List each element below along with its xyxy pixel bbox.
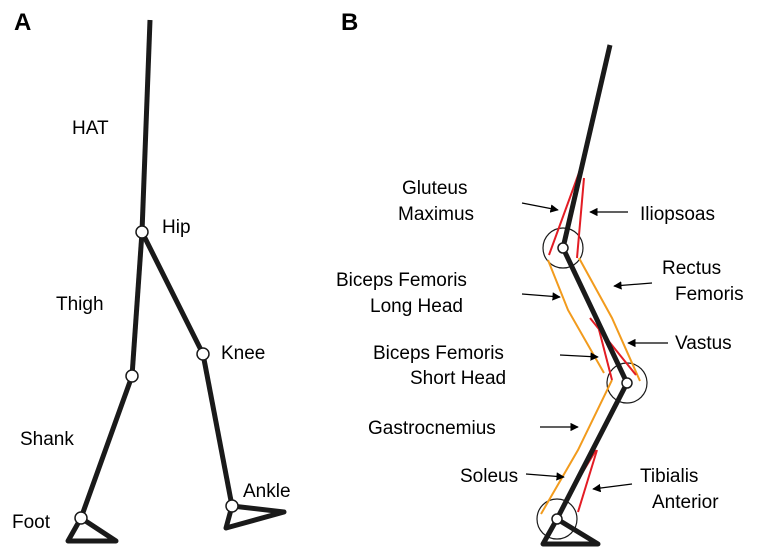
soleus-label: Soleus — [460, 466, 518, 487]
knee-label: Knee — [221, 343, 265, 364]
gluteus-maximus-label-1: Gluteus — [402, 178, 467, 199]
left-knee-joint — [126, 370, 138, 382]
shank-segment-b — [557, 383, 627, 519]
hip-label: Hip — [162, 217, 191, 238]
rectus-femoris-muscle — [579, 258, 640, 381]
biceps-femoris-long-head-label-1: Biceps Femoris — [336, 270, 467, 291]
right-ankle-joint — [226, 500, 238, 512]
iliopsoas-label: Iliopsoas — [640, 204, 715, 225]
biceps-femoris-short-head-arrow — [560, 355, 598, 357]
hip-joint — [136, 226, 148, 238]
foot-label: Foot — [12, 512, 51, 533]
gastrocnemius-muscle — [541, 380, 612, 514]
right-thigh-segment — [142, 232, 203, 354]
rectus-femoris-label-1: Rectus — [662, 258, 721, 279]
panel-a-label: A — [14, 9, 31, 36]
biceps-femoris-long-head-label-2: Long Head — [370, 296, 463, 317]
gastrocnemius-label: Gastrocnemius — [368, 418, 496, 439]
thigh-label: Thigh — [56, 294, 104, 315]
knee-joint-center — [622, 378, 632, 388]
right-knee-joint — [197, 348, 209, 360]
shank-label: Shank — [20, 429, 74, 450]
thigh-segment-b — [563, 248, 627, 383]
rectus-femoris-arrow — [614, 283, 652, 286]
gluteus-maximus-label-2: Maximus — [398, 204, 474, 225]
panel-a: A HAT Hip Thigh Knee Shank Ankle Foot — [12, 9, 291, 541]
hat-segment-b — [563, 45, 610, 248]
vastus-label: Vastus — [675, 333, 732, 354]
tibialis-anterior-label-2: Anterior — [652, 492, 719, 513]
tibialis-anterior-label-1: Tibialis — [640, 466, 698, 487]
left-thigh-segment — [132, 232, 142, 376]
right-shank-segment — [203, 354, 232, 506]
soleus-arrow — [526, 474, 564, 477]
panel-b-label: B — [341, 9, 358, 36]
rectus-femoris-label-2: Femoris — [675, 284, 744, 305]
left-shank-segment — [81, 376, 132, 518]
hat-segment — [142, 20, 150, 232]
tibialis-anterior-arrow — [593, 484, 632, 489]
ankle-joint-center — [552, 514, 562, 524]
hip-joint-center — [558, 243, 568, 253]
gluteus-maximus-arrow — [522, 203, 558, 210]
hat-label: HAT — [72, 118, 109, 139]
biceps-femoris-short-head-label-1: Biceps Femoris — [373, 343, 504, 364]
biceps-femoris-short-head-label-2: Short Head — [410, 368, 506, 389]
ankle-label: Ankle — [243, 481, 291, 502]
vastus-muscle — [590, 318, 636, 375]
left-ankle-joint — [75, 512, 87, 524]
panel-b: B Gluteus Maximus Iliopsoas Biceps Femor… — [336, 9, 744, 544]
biceps-femoris-long-head-arrow — [522, 294, 560, 297]
